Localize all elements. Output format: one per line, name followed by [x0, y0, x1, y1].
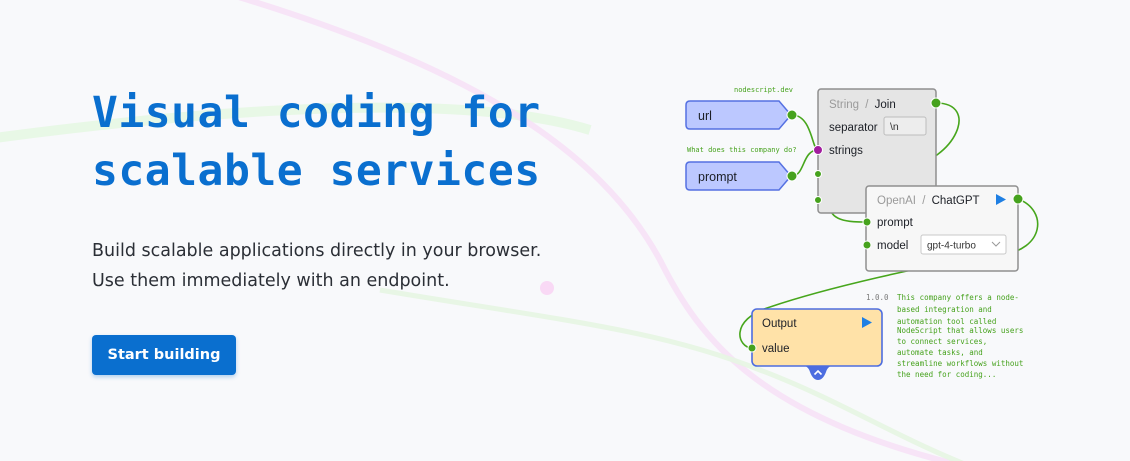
chatgpt-node-title: OpenAI / ChatGPT [877, 195, 980, 207]
output-result-line: NodeScript that allows users [897, 326, 1023, 335]
chatgpt-param-prompt-label: prompt [877, 217, 914, 229]
output-node-tab [800, 365, 836, 380]
chatgpt-node[interactable]: OpenAI / ChatGPT prompt model gpt-4-turb… [862, 185, 1024, 272]
output-value-port[interactable] [747, 343, 757, 353]
output-result-line: to connect services, [897, 337, 987, 346]
join-param-strings-label: strings [829, 145, 863, 157]
output-node-body [751, 308, 883, 367]
background-swoosh-green-2 [379, 287, 964, 461]
chevron-down-icon [991, 241, 1001, 247]
join-separator-input[interactable] [883, 116, 927, 136]
output-result-line: based integration and [897, 305, 992, 314]
chatgpt-model-select[interactable] [920, 234, 1007, 255]
hero-title-line-1: Visual coding for [92, 88, 541, 138]
chatgpt-node-category: OpenAI [877, 195, 916, 207]
prompt-node[interactable]: What does this company do? prompt [685, 146, 798, 191]
prompt-node-caption: What does this company do? [687, 146, 797, 154]
url-node-caption: nodescript.dev [734, 86, 793, 94]
output-play-icon[interactable] [862, 317, 872, 328]
output-result-line: automation tool called [897, 317, 996, 326]
url-output-port[interactable] [786, 109, 798, 121]
output-result-line: automate tasks, and [897, 348, 983, 357]
join-node-title: String / Join [829, 99, 896, 111]
hero-title: Visual coding for scalable services [92, 84, 541, 200]
output-result-line: This company offers a node- [897, 293, 1019, 302]
background-dot [540, 281, 554, 295]
hero-title-line-2: scalable services [92, 146, 541, 196]
start-building-button[interactable]: Start building [92, 335, 236, 375]
url-node-body [685, 100, 792, 130]
join-strings-port[interactable] [813, 145, 823, 155]
hero-subtitle-line-2: Use them immediately with an endpoint. [92, 271, 450, 291]
prompt-node-body [685, 161, 792, 191]
chatgpt-node-title-separator: / [922, 195, 926, 207]
hero-subtitle: Build scalable applications directly in … [92, 236, 541, 296]
join-separator-value: \n [890, 121, 899, 133]
prompt-output-port[interactable] [786, 170, 798, 182]
chatgpt-prompt-port[interactable] [862, 217, 872, 227]
output-result: This company offers a node- based integr… [897, 293, 1023, 379]
output-version-label: 1.0.0 [866, 293, 889, 302]
join-node-category: String [829, 99, 859, 111]
chatgpt-model-port[interactable] [862, 240, 872, 250]
wire-chatgpt-to-output [739, 198, 1039, 349]
join-node[interactable]: String / Join separator \n strings [813, 88, 942, 214]
chatgpt-output-port[interactable] [1012, 193, 1024, 205]
output-param-value-label: value [762, 343, 790, 355]
output-result-line: the need for coding... [897, 370, 996, 379]
join-strings-item-port-2[interactable] [814, 196, 822, 204]
wire-url-to-join [791, 114, 819, 151]
background-swoosh-pink [238, 0, 956, 461]
output-node-name: Output [762, 318, 797, 330]
join-param-separator-label: separator [829, 122, 878, 134]
chevron-up-icon[interactable] [813, 369, 823, 376]
hero-subtitle-line-1: Build scalable applications directly in … [92, 241, 542, 261]
chatgpt-param-model-label: model [877, 240, 908, 252]
join-node-title-separator: / [865, 99, 869, 111]
chatgpt-node-name: ChatGPT [932, 195, 980, 207]
prompt-node-label: prompt [698, 170, 737, 184]
join-output-port[interactable] [930, 97, 942, 109]
output-result-line: streamline workflows without [897, 359, 1023, 368]
join-strings-item-port-1[interactable] [814, 170, 822, 178]
background-swoosh-green [0, 102, 592, 143]
url-node[interactable]: nodescript.dev url [685, 86, 798, 130]
chatgpt-model-value: gpt-4-turbo [927, 241, 976, 252]
play-icon[interactable] [996, 194, 1006, 205]
url-node-label: url [698, 109, 712, 123]
join-node-name: Join [875, 99, 896, 111]
output-node[interactable]: Output value 1.0.0 [747, 293, 889, 380]
